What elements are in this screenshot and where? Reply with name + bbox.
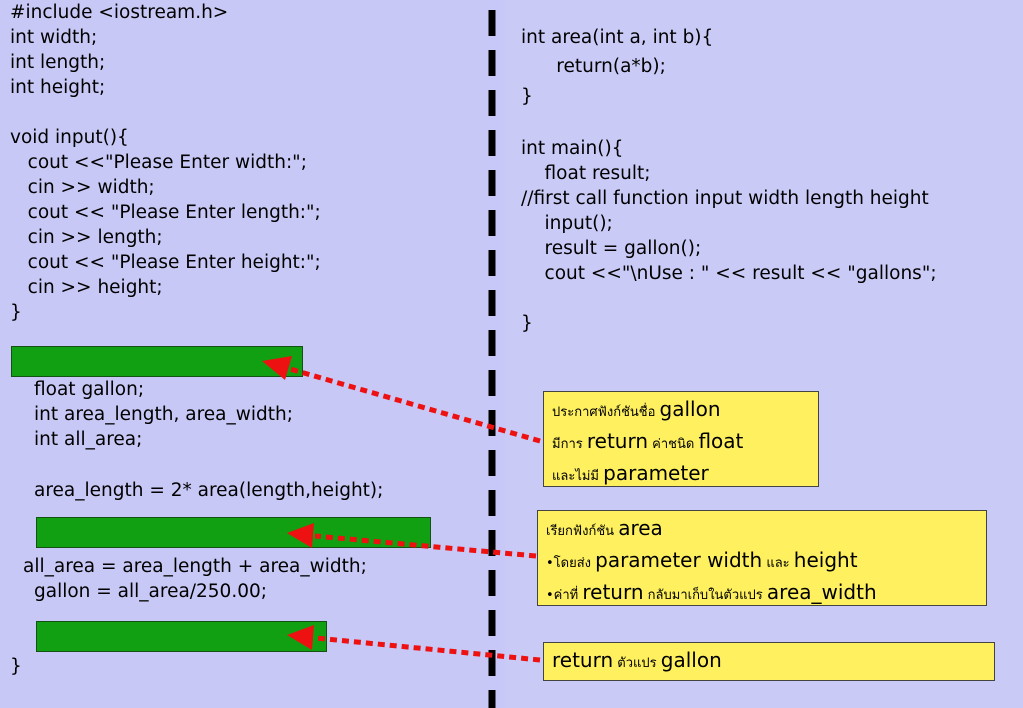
blank-slot-area-call [36,517,431,548]
callout-area-call: เรียกฟังก์ชัน area •โดยส่ง parameter wid… [537,510,987,606]
callout-text: return [552,648,614,672]
code-line: } [10,302,22,323]
code-line: } [521,313,533,334]
callout-text: กลับมาเก็บในตัวแปร [643,588,767,603]
callout-text: เรียกฟังก์ชัน [546,524,619,539]
callout-text: gallon [659,397,721,421]
code-line: gallon = all_area/250.00; [34,581,267,602]
code-line: int main(){ [521,138,624,159]
callout-text: และไม่มี [552,469,604,484]
callout-text: มีการ [552,437,587,452]
blank-slot-return [36,621,327,652]
callout-text: ตัวแปร [613,656,661,671]
callout-text: return [582,580,644,604]
code-line: int area(int a, int b){ [521,27,714,48]
callout-text: area [618,516,663,540]
callout-text: height [793,548,858,572]
code-line: area_length = 2* area(length,height); [34,480,384,501]
code-line: float gallon; [34,379,145,400]
callout-text: ประกาศฟังก์ชันชื่อ [552,405,660,420]
callout-text: ค่าชนิด [648,437,699,452]
code-line: int all_area; [34,429,143,450]
callout-text: parameter [603,461,709,485]
code-line: cin >> width; [10,177,155,198]
code-line: float result; [521,163,651,184]
callout-text: และ [762,556,794,571]
callout-return-gallon: return ตัวแปร gallon [543,642,995,681]
blank-slot-function-header [11,346,303,377]
code-line: int width; [10,27,98,48]
callout-text: •โดยส่ง [546,556,596,571]
code-line: int area_length, area_width; [34,404,293,425]
code-line: cout <<"\nUse : " << result << "gallons"… [521,263,937,284]
code-line: cin >> length; [10,227,163,248]
code-line: cout << "Please Enter height:"; [10,252,321,273]
callout-text: area_width [766,580,877,604]
callout-text: gallon [660,648,722,672]
code-line: } [10,656,22,677]
code-line: all_area = area_length + area_width; [23,556,367,577]
callout-text: •ค่าที่ [546,588,583,603]
code-line: cin >> height; [10,277,163,298]
code-line: cout << "Please Enter length:"; [10,202,321,223]
code-line: input(); [521,213,613,234]
callout-text: float [698,429,744,453]
code-line: void input(){ [10,127,129,148]
callout-gallon-declaration: ประกาศฟังก์ชันชื่อ gallon มีการ return ค… [543,391,819,487]
code-line: } [521,86,533,107]
callout-text: return [586,429,649,453]
code-line: //first call function input width length… [521,188,929,209]
code-line: int length; [10,52,106,73]
callout-text: parameter width [595,548,763,572]
code-line: #include <iostream.h> [10,2,229,23]
code-line: cout <<"Please Enter width:"; [10,152,307,173]
code-line: return(a*b); [521,56,666,77]
code-line: result = gallon(); [521,238,702,259]
code-line: int height; [10,77,106,98]
